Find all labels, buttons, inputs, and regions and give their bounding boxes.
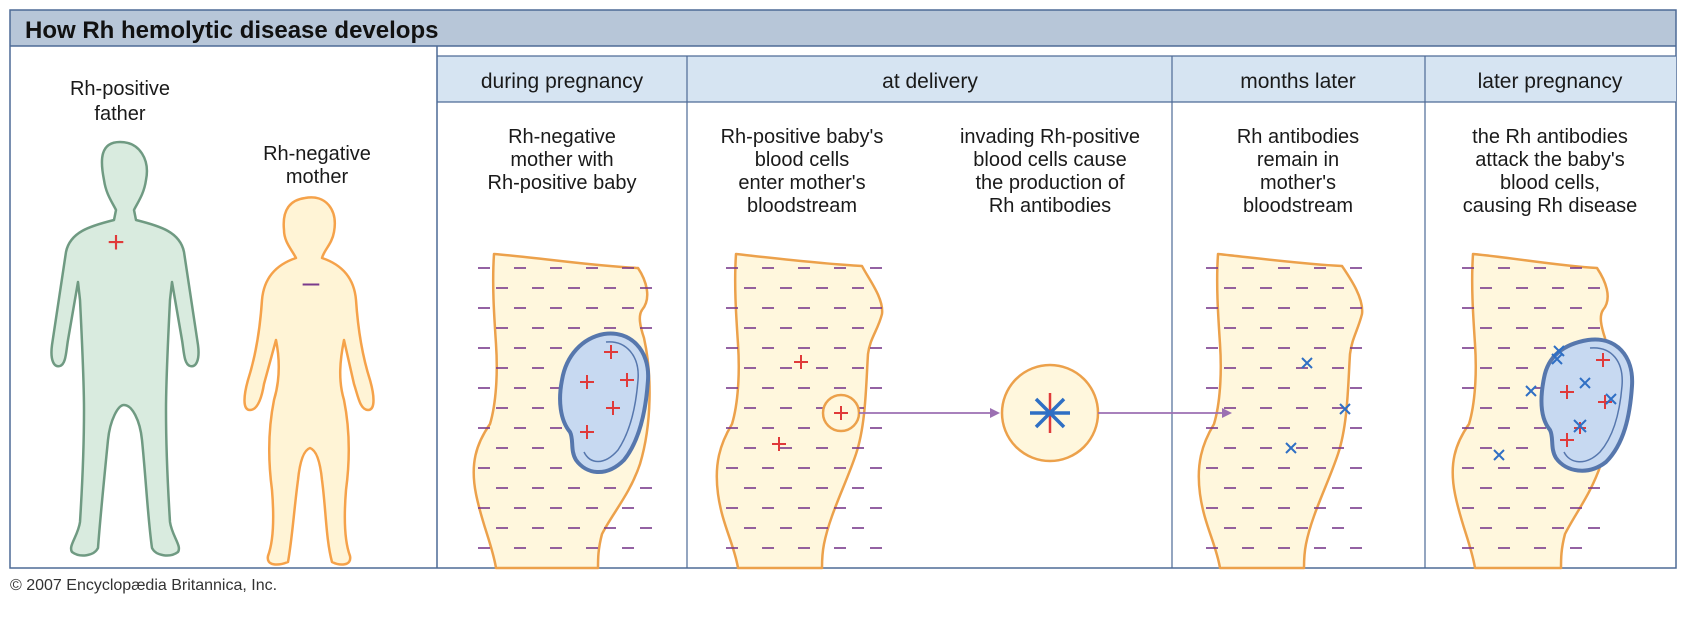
antibody-mark <box>1553 345 1565 357</box>
panel-4-line-4: causing Rh disease <box>1463 195 1638 217</box>
plus-mark <box>1574 422 1586 434</box>
antibody-on-cell <box>1605 393 1617 405</box>
plus-mark <box>1596 353 1610 367</box>
invading-cell-plus <box>834 406 848 420</box>
plus-mark <box>604 345 618 359</box>
mother-minus-sign: – <box>303 266 320 299</box>
panel-3-line-1: Rh antibodies <box>1237 126 1359 148</box>
mother-figure <box>243 196 375 566</box>
plus-mark <box>794 355 808 369</box>
panel-4-line-2: attack the baby's <box>1475 149 1624 171</box>
panel-desc-2: invading Rh-positive blood cells cause t… <box>960 126 1140 217</box>
stage-header-bar <box>437 56 1676 102</box>
copyright-note: © 2007 Encyclopædia Britannica, Inc. <box>10 577 277 594</box>
torso-later-pregnancy <box>1451 252 1612 570</box>
baby-later-pregnancy <box>1539 337 1635 473</box>
antibody-on-cell <box>1551 353 1563 365</box>
panel-4-line-3: blood cells, <box>1500 172 1600 194</box>
diagram-title: How Rh hemolytic disease develops <box>25 17 438 44</box>
outer-frame <box>9 9 1677 569</box>
panel-3-line-3: mother's <box>1260 172 1336 194</box>
plus-mark <box>606 401 620 415</box>
plus-mark <box>772 437 786 451</box>
panel-1-line-1: Rh-positive baby's <box>721 126 884 148</box>
arrow-head-1 <box>990 408 1000 418</box>
panel-1-line-3: enter mother's <box>738 172 865 194</box>
arrow-head-2 <box>1222 408 1232 418</box>
torso-months-later <box>1197 252 1364 570</box>
panel-0-line-1: Rh-negative <box>508 126 616 148</box>
panel-4-line-1: the Rh antibodies <box>1472 126 1628 148</box>
rh-antibodies-months-later <box>1285 357 1351 454</box>
minus-sign-layer <box>478 267 1600 549</box>
antibody-mark <box>1285 442 1297 454</box>
antibody-mark <box>1525 385 1537 397</box>
panel-1-line-2: blood cells <box>755 149 850 171</box>
panel-2-line-4: Rh antibodies <box>989 195 1111 217</box>
plus-mark <box>1598 395 1612 409</box>
panel-0-line-2: mother with <box>510 149 613 171</box>
panel-desc-4: the Rh antibodies attack the baby's bloo… <box>1463 126 1638 217</box>
antibody-on-cell <box>1573 419 1587 433</box>
panel-2-line-3: the production of <box>976 172 1125 194</box>
panel-2-line-1: invading Rh-positive <box>960 126 1140 148</box>
plus-mark <box>620 373 634 387</box>
panel-3-line-4: bloodstream <box>1243 195 1353 217</box>
title-bar <box>10 10 1676 46</box>
rh-positive-cells-baby-1 <box>580 345 634 439</box>
panel-3-line-2: remain in <box>1257 149 1339 171</box>
stage-header-during-pregnancy: during pregnancy <box>481 70 644 93</box>
father-label-line-2: father <box>94 103 145 125</box>
antibody-mark <box>1339 403 1351 415</box>
panel-desc-3: Rh antibodies remain in mother's bloodst… <box>1237 126 1359 217</box>
plus-mark <box>580 425 594 439</box>
antibody-mark <box>1493 449 1505 461</box>
panel-1-line-4: bloodstream <box>747 195 857 217</box>
father-plus-sign: + <box>107 226 125 259</box>
stage-header-at-delivery: at delivery <box>882 70 978 93</box>
production-antibody-star <box>1030 397 1070 429</box>
panel-0-line-3: Rh-positive baby <box>488 172 637 194</box>
father-label-line-1: Rh-positive <box>70 78 170 100</box>
mother-label-line-1: Rh-negative <box>263 143 371 165</box>
panel-2-line-2: blood cells cause <box>973 149 1126 171</box>
panel-desc-0: Rh-negative mother with Rh-positive baby <box>488 126 637 194</box>
rh-positive-cells-delivery <box>772 355 808 451</box>
father-figure <box>50 140 200 557</box>
stage-header-months-later: months later <box>1240 70 1356 93</box>
antibody-mark <box>1579 377 1591 389</box>
mother-label-line-2: mother <box>286 166 349 188</box>
rh-attack-later-pregnancy <box>1493 345 1617 461</box>
plus-mark <box>1560 433 1574 447</box>
baby-during-pregnancy <box>558 331 651 474</box>
stage-header-later-pregnancy: later pregnancy <box>1478 70 1623 93</box>
antibody-mark <box>1301 357 1313 369</box>
plus-mark <box>1560 385 1574 399</box>
panel-desc-1: Rh-positive baby's blood cells enter mot… <box>721 126 884 217</box>
plus-mark <box>580 375 594 389</box>
torso-at-delivery <box>715 252 884 570</box>
